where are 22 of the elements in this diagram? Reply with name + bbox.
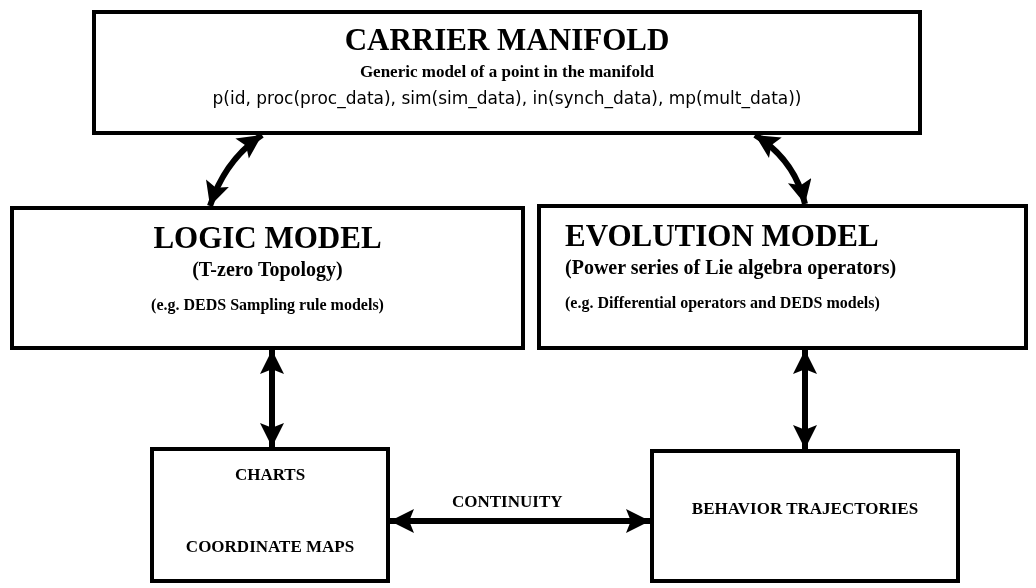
- model-box: [150, 447, 390, 583]
- node-label: CHARTS: [234, 465, 306, 485]
- example-text: (e.g. DEDS Sampling rule models): [151, 296, 384, 314]
- subheading: Generic model of a point in the manifold: [359, 62, 655, 82]
- node-label: COORDINATE MAPS: [185, 537, 355, 557]
- double-arrow: [206, 132, 264, 207]
- model-box: [10, 206, 525, 350]
- formula-text: p(id, proc(proc_data), sim(sim_data), in(synch_data), mp(mult_data)): [212, 88, 802, 108]
- subheading: (Power series of Lie algebra operators): [565, 256, 897, 279]
- heading: LOGIC MODEL: [153, 220, 382, 256]
- model-box: [537, 204, 1028, 350]
- model-box: [92, 10, 922, 135]
- model-box: [650, 449, 960, 583]
- double-arrow: [753, 132, 811, 205]
- heading: EVOLUTION MODEL: [565, 218, 879, 254]
- heading: CARRIER MANIFOLD: [344, 22, 670, 58]
- subheading: (T-zero Topology): [192, 258, 343, 281]
- double-arrow: [390, 509, 650, 533]
- example-text: (e.g. Differential operators and DEDS models): [565, 294, 880, 312]
- double-arrow: [260, 350, 284, 447]
- double-arrow: [793, 350, 817, 449]
- node-label: BEHAVIOR TRAJECTORIES: [691, 499, 919, 519]
